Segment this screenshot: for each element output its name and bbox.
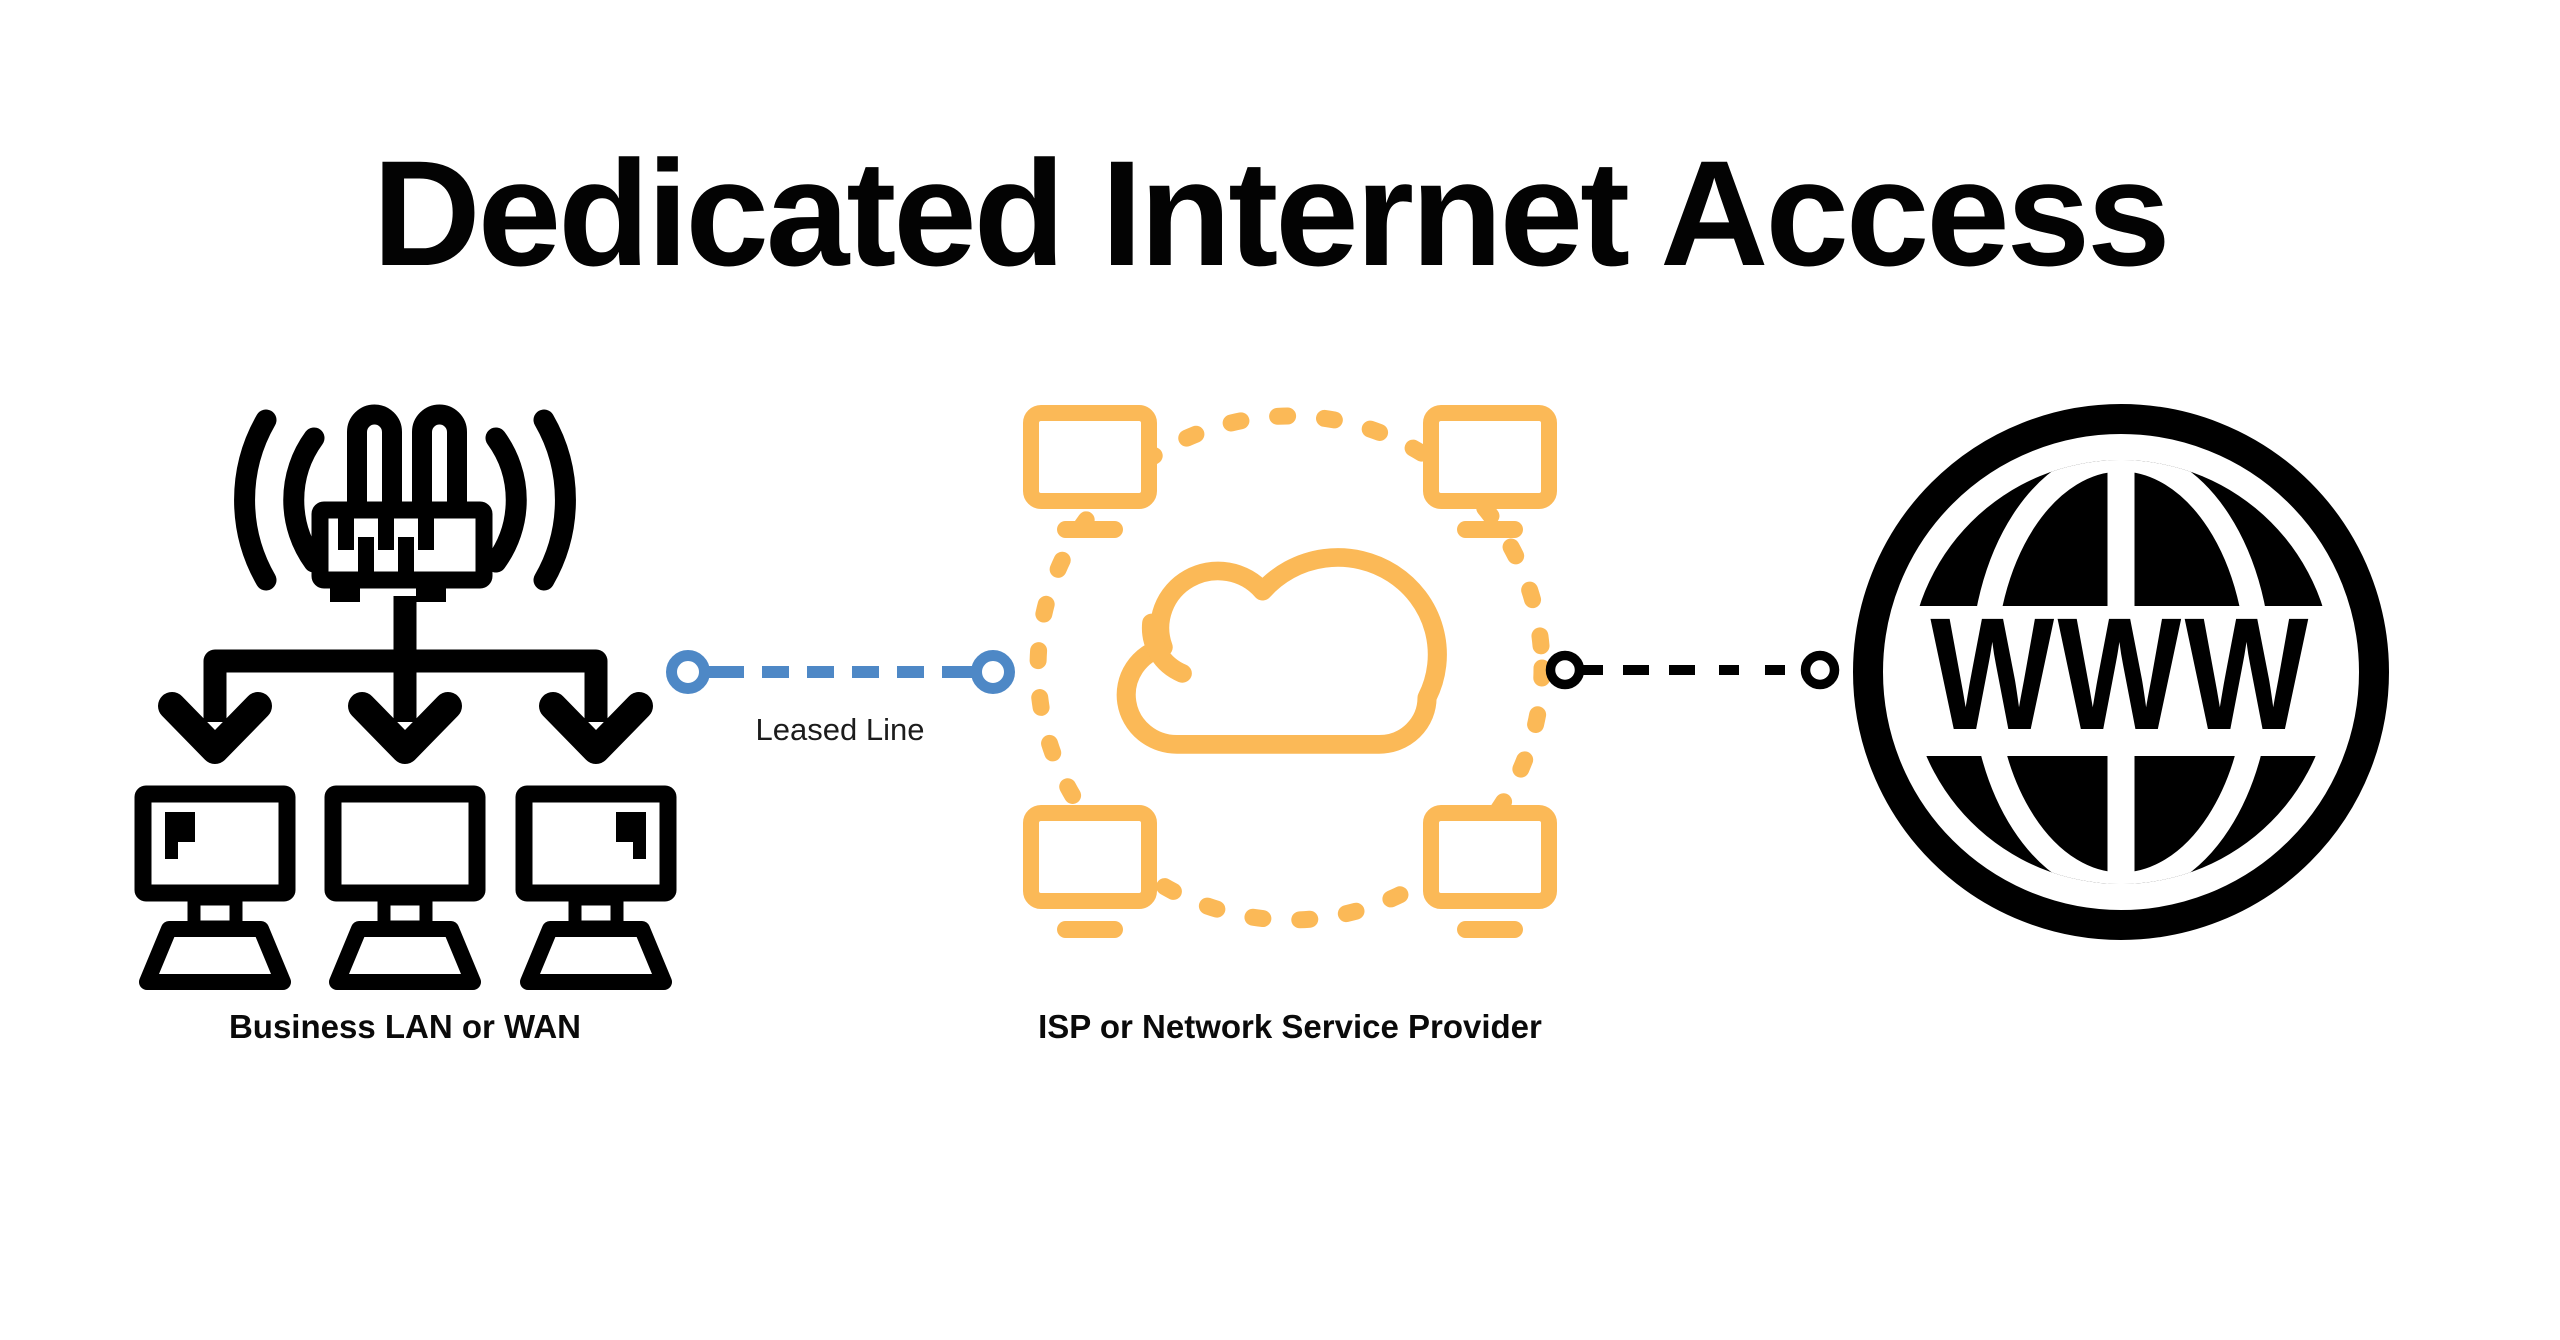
desktop-monitor-icon <box>515 785 677 990</box>
down-arrow-icon <box>158 692 653 764</box>
endpoint-node <box>971 650 1015 694</box>
dotted-ring <box>1029 407 1551 929</box>
endpoint-node <box>1800 650 1840 690</box>
www-text: WWW <box>1930 586 2311 764</box>
www-globe-icon: WWW <box>1853 404 2389 940</box>
page-title: Dedicated Internet Access <box>372 129 2170 297</box>
business-lan-group <box>134 404 677 990</box>
isp-monitor-icon <box>1423 805 1557 938</box>
leased-line-label: Leased Line <box>755 712 925 747</box>
isp-group <box>1023 405 1557 938</box>
isp-label: ISP or Network Service Provider <box>1038 1008 1542 1045</box>
router-ports <box>330 517 446 602</box>
lan-tree-connector <box>158 596 653 764</box>
desktop-monitor-icon <box>134 785 296 990</box>
leased-line-connector <box>666 650 1015 694</box>
cloud-icon <box>1116 548 1447 754</box>
wifi-router-icon <box>234 404 576 602</box>
endpoint-node <box>1545 650 1585 690</box>
business-lan-label: Business LAN or WAN <box>228 1008 582 1045</box>
isp-monitor-icon <box>1023 805 1157 938</box>
desktop-monitor-icon <box>324 785 486 990</box>
isp-internet-connector <box>1545 650 1840 690</box>
isp-monitor-icon <box>1023 405 1157 538</box>
isp-monitor-icon <box>1423 405 1557 538</box>
router-antenna-icon <box>347 404 467 504</box>
endpoint-node <box>666 650 710 694</box>
cloud-curl <box>1141 613 1192 683</box>
wifi-waves-icon <box>234 409 576 591</box>
